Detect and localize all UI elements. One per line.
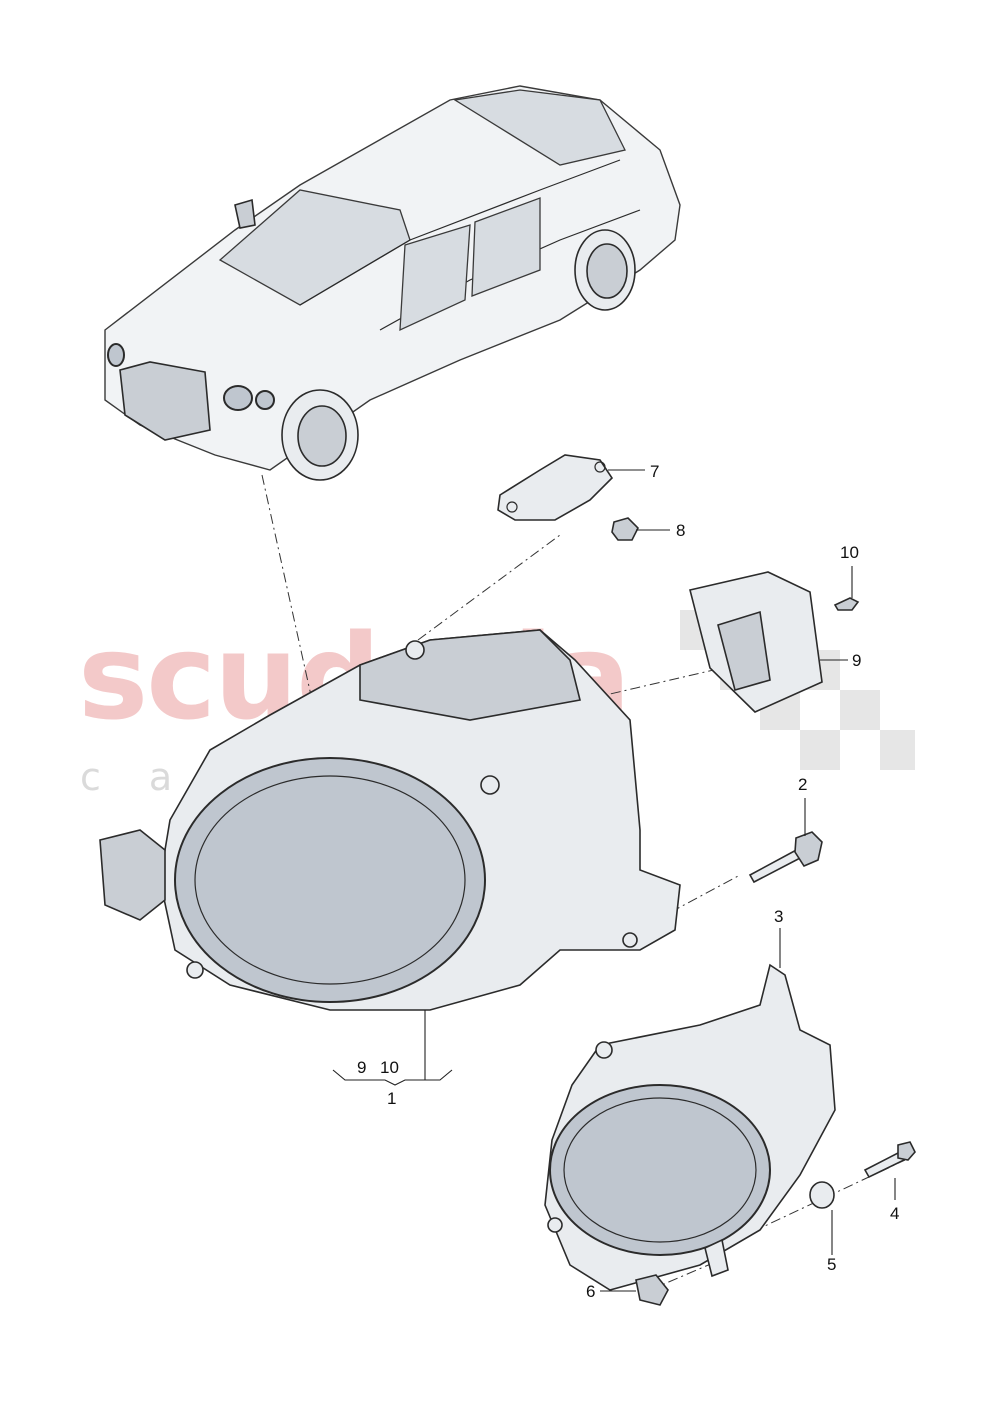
callout-8: 8	[676, 521, 685, 540]
nut	[611, 517, 639, 541]
headlight-main	[99, 629, 681, 1011]
callout-2: 2	[798, 775, 807, 794]
callout-6: 6	[586, 1282, 595, 1301]
callout-group-10: 10	[380, 1058, 399, 1077]
callout-10: 10	[840, 543, 859, 562]
callout-9: 9	[852, 651, 861, 670]
mounting-bracket	[497, 454, 614, 521]
callout-3: 3	[774, 907, 783, 926]
callout-4: 4	[890, 1204, 899, 1223]
group-bracket	[332, 1010, 453, 1086]
control-unit	[689, 571, 823, 713]
callout-labels: 7 8 10 9 2 3 4 5 6 9 10 1	[357, 462, 899, 1301]
vehicle-overview	[104, 85, 681, 481]
screw-long	[748, 831, 823, 884]
callout-5: 5	[827, 1255, 836, 1274]
callout-group-9: 9	[357, 1058, 366, 1077]
headlight-alt	[544, 963, 836, 1291]
callout-7: 7	[650, 462, 659, 481]
clip	[635, 1274, 669, 1306]
screw-4	[863, 1141, 916, 1179]
screw-small	[833, 597, 860, 611]
washer	[809, 1181, 835, 1209]
callout-1: 1	[387, 1089, 396, 1108]
leader-lines	[600, 469, 896, 1292]
